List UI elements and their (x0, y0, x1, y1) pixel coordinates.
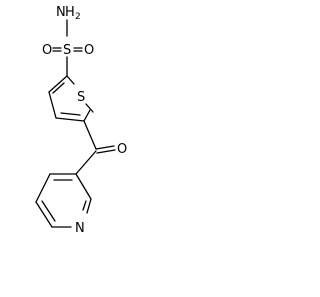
bond-py-c2-n-inner (82, 200, 87, 211)
bond-c3-c4 (48, 91, 57, 119)
bond-c5-cco (83, 120, 97, 150)
bond-c-o-b (96, 149, 116, 154)
bond-s1-c5 (85, 103, 94, 113)
bond-c5-s1-side (83, 109, 91, 122)
bond-py-c5-c4 (35, 173, 51, 203)
atom-o-carbonyl: O (117, 142, 127, 157)
bond-py-c6-c5-inner (41, 200, 56, 222)
atom-h-count: 2 (75, 12, 81, 22)
bond-py-c6-c5 (35, 201, 53, 228)
bond-c4-c5-inner (60, 112, 81, 116)
bond-c2-c3 (48, 75, 68, 93)
atom-s-thiophene: S (77, 90, 85, 105)
atom-h-amine: H (65, 5, 75, 20)
bond-cco-py (75, 150, 97, 175)
bond-c-o-a (95, 145, 115, 150)
atom-o-sulfonyl-right: O (84, 43, 94, 58)
bond-c2-c3-inner (52, 82, 65, 94)
atom-n-pyridine: N (75, 221, 85, 236)
structure-diagram: N H 2 S O O S O N (0, 0, 139, 297)
atom-n-amine: N (56, 5, 66, 20)
bond-py-c3-c2 (75, 173, 92, 200)
bond-c4-c5 (55, 117, 85, 122)
atom-o-sulfonyl-left: O (42, 43, 52, 58)
atom-s-sulfonyl: S (63, 43, 71, 58)
bond-layer (35, 19, 116, 228)
bond-c2-s1 (66, 75, 75, 85)
atom-labels: N H 2 S O O S O N (42, 5, 127, 236)
molecule-drawing: N H 2 S O O S O N (35, 5, 127, 236)
bond-py-c2-n (86, 198, 92, 214)
